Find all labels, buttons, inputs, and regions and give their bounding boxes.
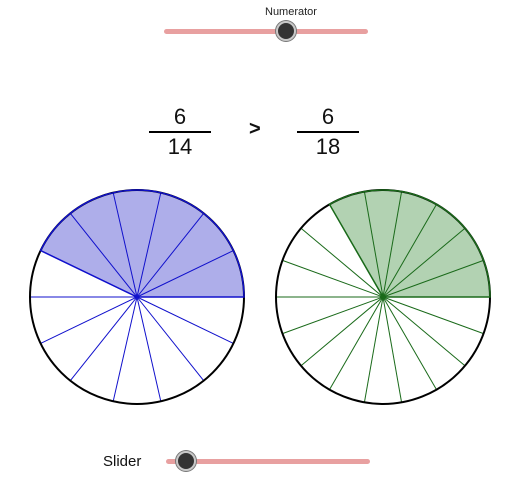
- left-slice-divider: [69, 213, 138, 298]
- left-slice-divider: [40, 296, 138, 344]
- left-slice-divider: [136, 250, 234, 298]
- right-fraction-bar: [297, 131, 359, 133]
- right-slice-divider: [300, 296, 384, 367]
- left-slice-divider: [136, 296, 162, 402]
- right-slice-divider: [363, 296, 384, 403]
- right-shaded-slice: [383, 260, 490, 297]
- left-shaded-slice: [70, 192, 137, 297]
- left-shaded-slice: [137, 192, 204, 297]
- right-numerator: 6: [321, 104, 335, 129]
- right-slice-divider: [282, 296, 384, 335]
- left-slice-divider: [69, 296, 138, 381]
- right-slice-divider: [300, 227, 384, 298]
- right-shaded-slice: [383, 228, 484, 297]
- left-slice-divider: [136, 213, 205, 298]
- right-slice-divider: [382, 296, 484, 335]
- numerator-slider-thumb[interactable]: [276, 21, 297, 41]
- left-slice-divider: [136, 296, 234, 344]
- right-slice-divider: [282, 259, 384, 298]
- right-slice-divider: [382, 204, 437, 298]
- right-slice-divider: [382, 296, 403, 403]
- right-denominator: 18: [315, 134, 341, 159]
- left-shaded-slice: [137, 213, 234, 297]
- left-slice-divider: [112, 296, 138, 402]
- right-slice-divider: [329, 296, 384, 390]
- left-shaded-slice: [137, 250, 244, 297]
- left-shaded-slice: [40, 213, 138, 297]
- left-shaded-slice: [113, 189, 161, 297]
- right-shaded-slice: [329, 191, 383, 297]
- right-shaded-slice: [383, 191, 437, 297]
- slider-thumb[interactable]: [176, 451, 197, 471]
- comparison-sign: >: [249, 118, 261, 140]
- right-slice-divider: [382, 191, 403, 298]
- left-slice-divider: [136, 296, 205, 381]
- right-shaded-slice: [364, 190, 402, 297]
- slider-label: Slider: [103, 453, 142, 470]
- left-fraction: 6 14: [145, 104, 215, 160]
- right-slice-divider: [363, 191, 384, 298]
- right-slice-divider: [382, 296, 437, 390]
- left-fraction-bar: [149, 131, 211, 133]
- left-slice-divider: [112, 192, 138, 298]
- left-shaded-outline: [39, 189, 245, 298]
- slider-track[interactable]: [166, 459, 370, 464]
- right-slice-divider: [382, 296, 466, 367]
- left-numerator: 6: [173, 104, 187, 129]
- right-shaded-slice: [383, 204, 465, 297]
- right-shaded-outline: [328, 189, 491, 298]
- right-slice-divider: [382, 227, 466, 298]
- right-slice-divider: [382, 259, 484, 298]
- right-circle-group: [275, 189, 491, 405]
- numerator-slider-label: Numerator: [265, 6, 317, 18]
- right-fraction: 6 18: [293, 104, 363, 160]
- numerator-slider-track[interactable]: [164, 29, 368, 34]
- left-slice-divider: [136, 192, 162, 298]
- left-circle-group: [29, 189, 245, 405]
- left-denominator: 14: [167, 134, 193, 159]
